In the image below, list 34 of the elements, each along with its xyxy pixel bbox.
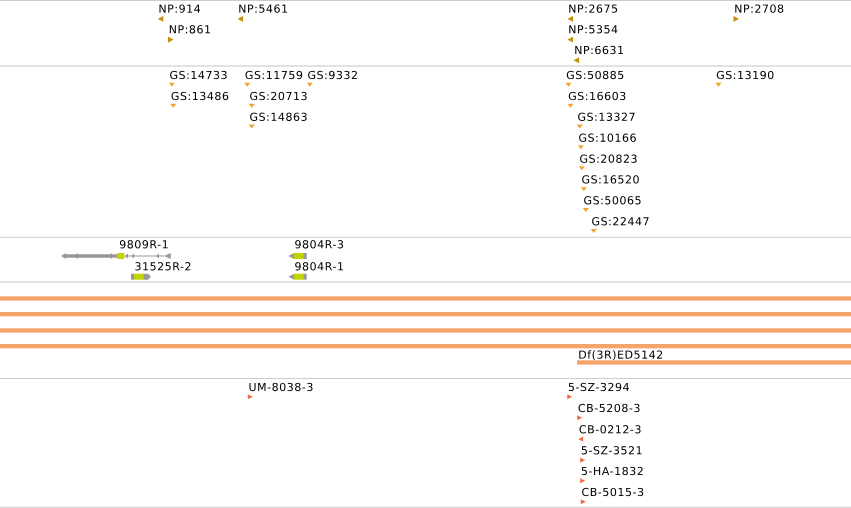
feature-label: GS:16603 (568, 92, 626, 100)
feature-label: GS:50885 (566, 70, 624, 80)
feature-label: CB-5208-3 (578, 404, 640, 412)
feature-label: 9804R-1 (295, 262, 343, 270)
feature-label: NP:6631 (575, 46, 624, 54)
feature-label: 5-SZ-3294 (568, 382, 629, 392)
feature-label: GS:22447 (592, 217, 649, 226)
feature-label: CB-0212-3 (580, 425, 641, 434)
feature-label: UM-8038-3 (249, 382, 312, 392)
feature-label: GS:14863 (250, 112, 307, 121)
feature-label: 5-SZ-3521 (582, 446, 642, 454)
feature-label: GS:20823 (580, 154, 637, 163)
feature-label: 5-HA-1832 (582, 466, 643, 476)
feature-label: NP:5461 (239, 4, 288, 13)
feature-label: GS:16520 (582, 175, 639, 184)
feature-label: NP:2675 (569, 4, 618, 13)
feature-label: GS:13327 (578, 112, 635, 121)
feature-label: NP:2708 (735, 4, 784, 13)
feature-label: NP:914 (160, 4, 200, 13)
feature-label: 9804R-3 (295, 240, 344, 248)
feature-label: GS:11759 (246, 70, 302, 80)
feature-label: NP:861 (170, 25, 210, 34)
feature-label: 31525R-2 (135, 262, 190, 270)
feature-label: Df(3R)ED5142 (579, 350, 662, 360)
feature-label: GS:20713 (250, 92, 307, 100)
feature-label: GS:13190 (716, 70, 774, 80)
feature-label: CB-5015-3 (582, 488, 644, 496)
feature-label: GS:50065 (584, 196, 641, 204)
feature-label: NP:5354 (569, 25, 618, 34)
feature-label: GS:10166 (579, 134, 636, 142)
feature-label: 9809R-1 (120, 240, 168, 248)
feature-label: GS:9332 (308, 70, 357, 80)
feature-label: GS:14733 (170, 70, 227, 80)
feature-label: GS:13486 (172, 92, 228, 100)
